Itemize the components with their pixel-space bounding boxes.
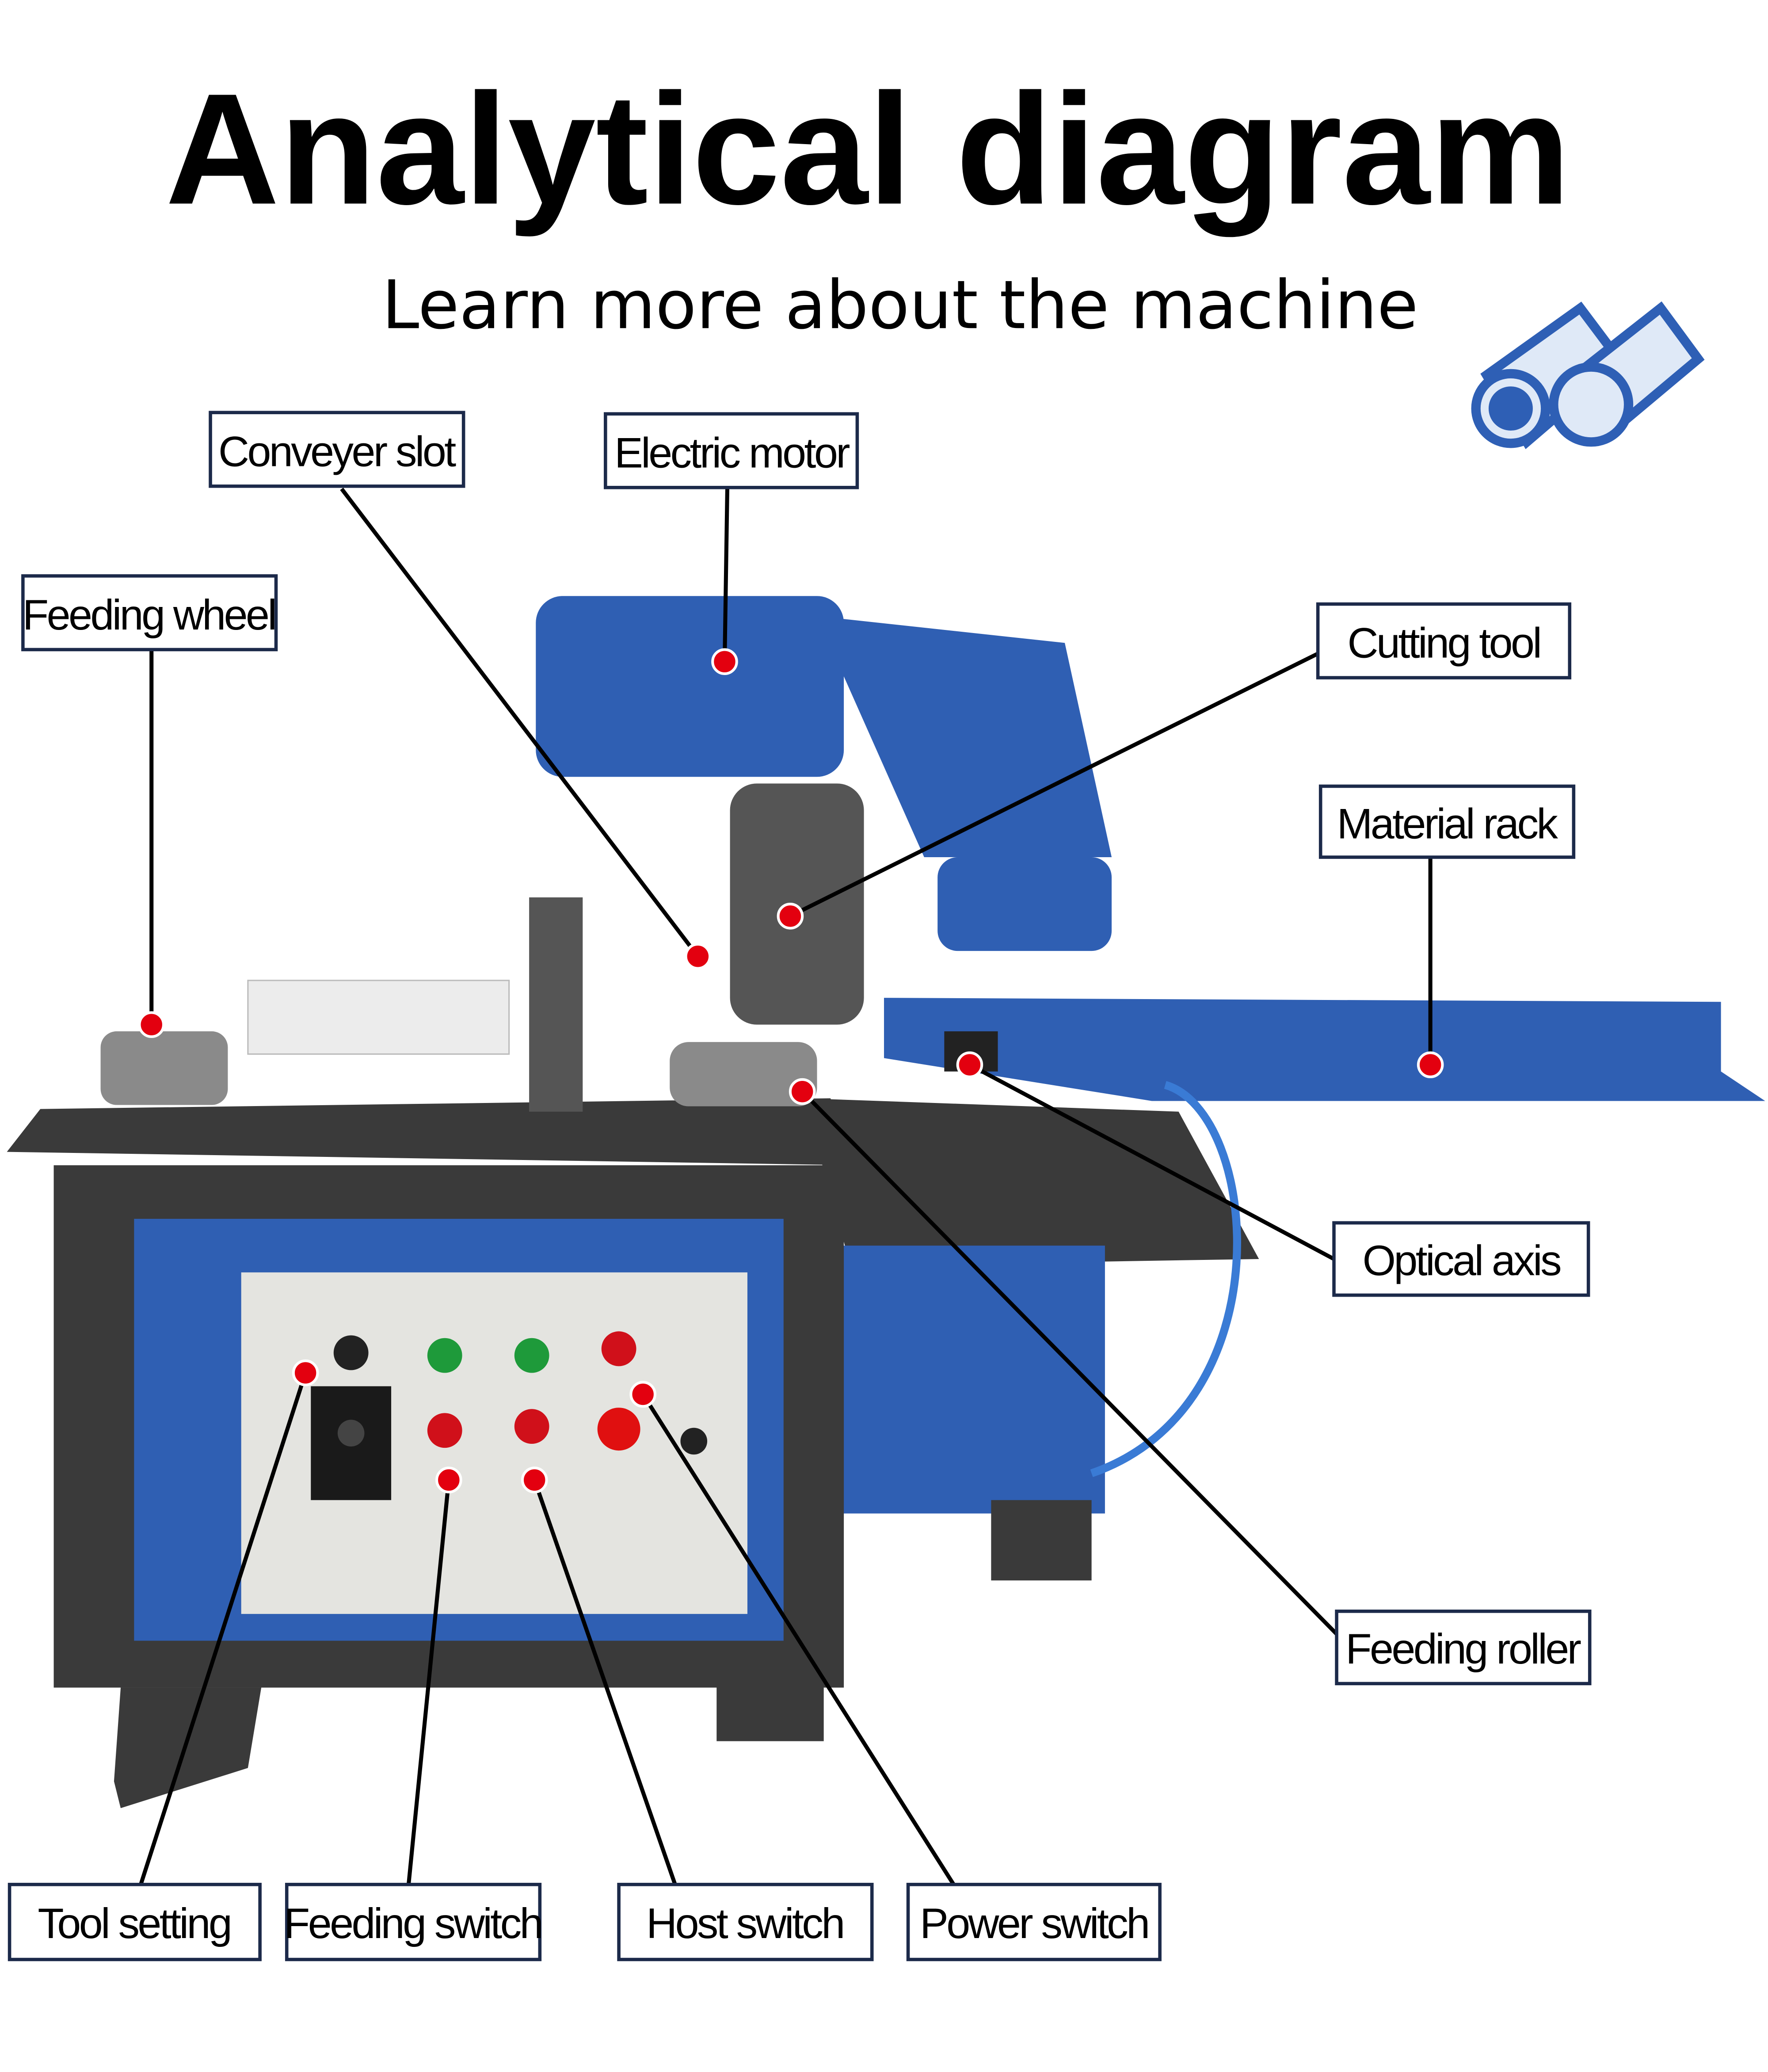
label-text: Cutting tool bbox=[1348, 619, 1540, 667]
tool-setting-knob[interactable] bbox=[333, 1335, 369, 1370]
label-material-rack: Material rack bbox=[1318, 784, 1576, 859]
label-feeding-wheel: Feeding wheel bbox=[21, 574, 278, 652]
label-conveyer-slot: Conveyer slot bbox=[209, 411, 465, 488]
leader-line bbox=[340, 488, 700, 958]
feeding-wheel bbox=[100, 1031, 228, 1105]
label-text: Conveyer slot bbox=[218, 427, 456, 475]
label-cutting-tool: Cutting tool bbox=[1316, 602, 1572, 679]
marker-host-switch bbox=[521, 1466, 548, 1494]
label-text: Material rack bbox=[1337, 800, 1558, 848]
feeding-stop-button[interactable] bbox=[427, 1413, 462, 1448]
label-text: Tool setting bbox=[38, 1899, 230, 1947]
marker-tool-setting bbox=[292, 1359, 319, 1386]
leader-line bbox=[789, 652, 1319, 918]
label-text: Power switch bbox=[920, 1899, 1148, 1947]
label-tool-setting: Tool setting bbox=[8, 1883, 262, 1961]
leader-line bbox=[800, 1090, 1338, 1636]
marker-electric-motor bbox=[711, 648, 738, 675]
marker-feeding-switch bbox=[435, 1466, 462, 1494]
red-button-top[interactable] bbox=[601, 1331, 636, 1366]
label-text: Optical axis bbox=[1363, 1236, 1561, 1284]
label-feeding-roller: Feeding roller bbox=[1335, 1609, 1592, 1686]
label-feeding-switch: Feeding switch bbox=[284, 1883, 544, 1961]
side-cabinet bbox=[823, 1245, 1105, 1514]
leader-line bbox=[722, 487, 730, 662]
side-table bbox=[804, 1098, 1259, 1266]
leader-line bbox=[406, 1480, 451, 1885]
page-title: Analytical diagram bbox=[165, 61, 1570, 238]
marker-conveyer-slot bbox=[684, 943, 712, 970]
pipe-tubes-icon bbox=[1471, 301, 1705, 450]
green-button-1[interactable] bbox=[427, 1338, 462, 1373]
label-text: Host switch bbox=[646, 1899, 843, 1947]
leader-line bbox=[968, 1063, 1335, 1261]
label-power-switch: Power switch bbox=[906, 1883, 1162, 1961]
label-text: Feeding switch bbox=[284, 1899, 541, 1947]
material-rack bbox=[884, 998, 1765, 1101]
label-text: Feeding wheel bbox=[23, 591, 275, 639]
label-optical-axis: Optical axis bbox=[1332, 1221, 1590, 1297]
marker-feeding-wheel bbox=[138, 1011, 165, 1038]
machine-illustration bbox=[7, 596, 1765, 1809]
green-button-2[interactable] bbox=[514, 1338, 549, 1373]
host-stop-button[interactable] bbox=[514, 1409, 549, 1444]
marker-cutting-tool bbox=[777, 903, 804, 930]
label-text: Feeding roller bbox=[1345, 1625, 1581, 1673]
electric-motor bbox=[536, 596, 844, 777]
leader-line bbox=[641, 1393, 956, 1886]
emergency-stop-button[interactable] bbox=[597, 1408, 640, 1451]
leader-line bbox=[532, 1479, 677, 1885]
page-subtitle: Learn more about the machine bbox=[382, 266, 1418, 344]
marker-feeding-roller bbox=[789, 1078, 816, 1105]
label-electric-motor: Electric motor bbox=[604, 412, 859, 489]
table-top bbox=[7, 1098, 857, 1165]
leader-line bbox=[139, 1372, 308, 1885]
key-switch[interactable] bbox=[680, 1427, 708, 1455]
cutting-tool bbox=[730, 783, 864, 1025]
label-host-switch: Host switch bbox=[617, 1883, 874, 1961]
feeding-roller bbox=[670, 1042, 817, 1107]
marker-power-switch bbox=[629, 1381, 656, 1408]
marker-optical-axis bbox=[956, 1051, 983, 1078]
marker-material-rack bbox=[1417, 1051, 1444, 1078]
label-text: Electric motor bbox=[614, 428, 850, 477]
